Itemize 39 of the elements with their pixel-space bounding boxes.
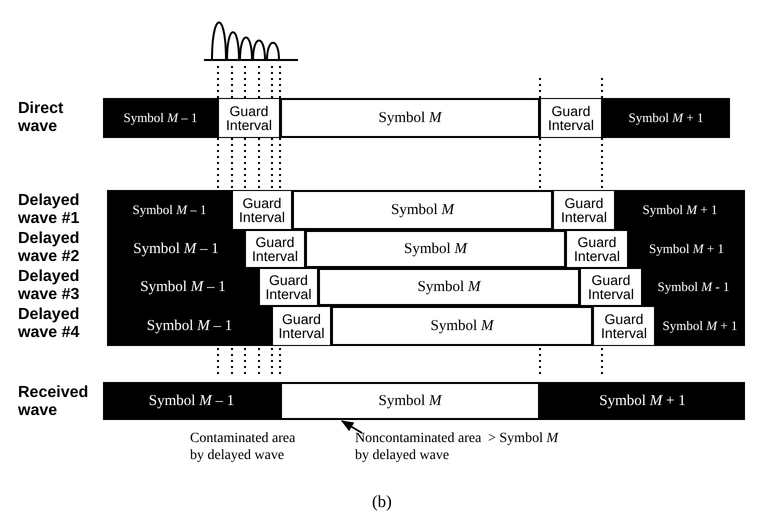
symbol-block: Symbol M <box>331 306 593 346</box>
guard-interval-block: Guard Interval <box>232 190 292 230</box>
row-label: Direct wave <box>18 100 64 136</box>
symbol-block: Symbol M – 1 <box>107 268 259 306</box>
symbol-block: Symbol M + 1 <box>602 98 730 138</box>
guard-interval-block: Guard Interval <box>580 268 642 306</box>
leader-arrow <box>340 420 362 434</box>
figure-label: (b) <box>372 493 393 510</box>
guard-interval-block: Guard Interval <box>540 98 602 138</box>
row-label: Delayed wave #2 <box>18 230 80 266</box>
symbol-block: Symbol M <box>280 382 540 420</box>
symbol-block: Symbol M + 1 <box>628 230 745 268</box>
guard-interval-block: Guard Interval <box>259 268 318 306</box>
guard-interval-block: Guard Interval <box>593 306 655 346</box>
guard-interval-block: Guard Interval <box>272 306 331 346</box>
row-label: Delayed wave #3 <box>18 268 80 304</box>
symbol-block: Symbol M – 1 <box>107 230 245 268</box>
guard-interval-block: Guard Interval <box>566 230 628 268</box>
symbol-block: Symbol M <box>280 98 540 138</box>
symbol-block: Symbol M <box>305 230 566 268</box>
symbol-block: Symbol M – 1 <box>107 190 232 230</box>
symbol-block: Symbol M + 1 <box>655 306 745 346</box>
row-label: Received wave <box>18 384 90 420</box>
symbol-block: Symbol M <box>318 268 580 306</box>
symbol-block: Symbol M <box>292 190 553 230</box>
symbol-block: Symbol M – 1 <box>107 306 272 346</box>
guard-interval-block: Guard Interval <box>553 190 615 230</box>
symbol-block: Symbol M – 1 <box>103 382 280 420</box>
guard-interval-block: Guard Interval <box>218 98 280 138</box>
annotation-text: Contaminated area by delayed wave <box>190 430 296 464</box>
symbol-block: Symbol M – 1 <box>103 98 218 138</box>
row-label: Delayed wave #1 <box>18 192 80 228</box>
symbol-block: Symbol M + 1 <box>540 382 745 420</box>
annotation-text: Noncontaminated area by delayed wave <box>355 430 483 470</box>
symbol-block: Symbol M + 1 <box>615 190 745 230</box>
row-label: Delayed wave #4 <box>18 306 80 342</box>
symbol-block: Symbol M - 1 <box>642 268 745 306</box>
annotation-text: > Symbol M <box>488 430 560 447</box>
guard-interval-block: Guard Interval <box>245 230 305 268</box>
